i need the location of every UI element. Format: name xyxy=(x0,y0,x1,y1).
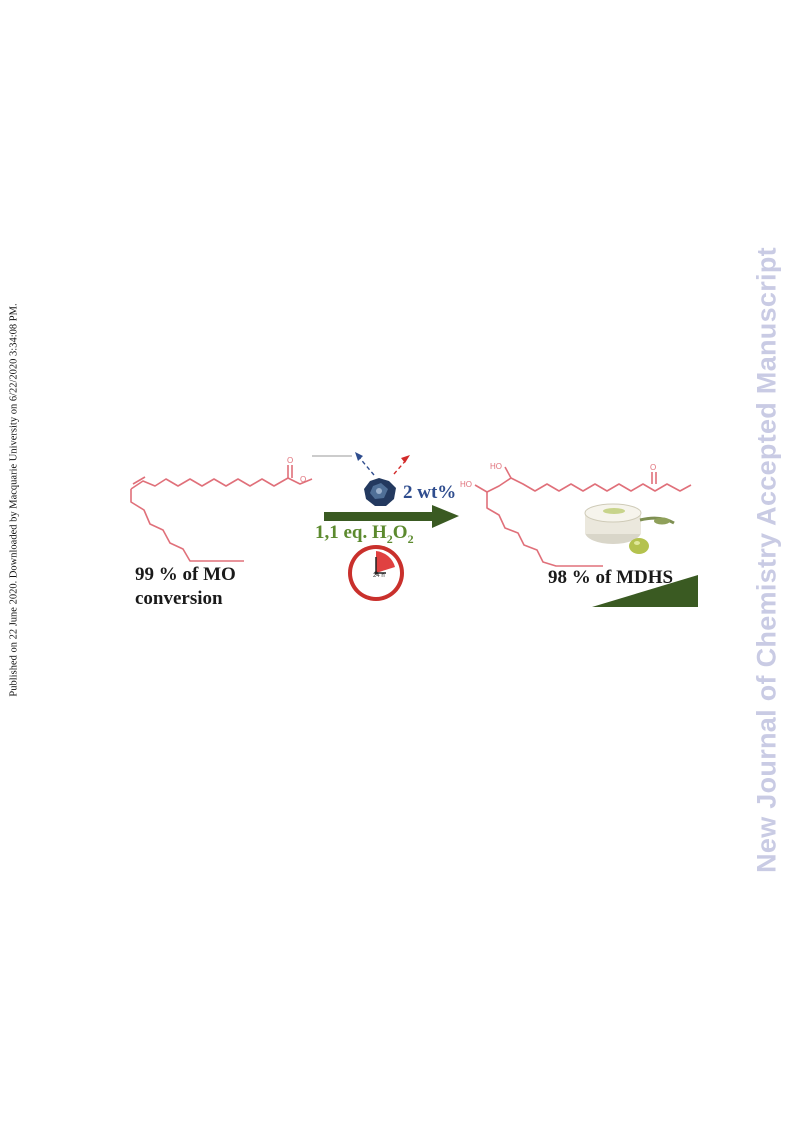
product-molecule xyxy=(474,466,692,567)
catalyst-icon xyxy=(364,478,396,506)
reagent-prefix: 1,1 eq. H xyxy=(315,522,387,543)
hydroxyl-top: HO xyxy=(490,462,502,471)
reactant-conversion-label: 99 % of MO xyxy=(135,564,236,585)
product-yield-label: 98 % of MDHS xyxy=(548,567,674,588)
reagent-mid: O xyxy=(392,522,408,543)
reactant-molecule xyxy=(130,465,313,562)
clock-icon: 24 h xyxy=(348,545,404,601)
reaction-arrow xyxy=(324,512,436,521)
carbonyl-oxygen: O xyxy=(287,456,293,465)
journal-watermark: New Journal of Chemistry Accepted Manusc… xyxy=(751,247,782,873)
product-carbonyl-oxygen: O xyxy=(650,463,656,472)
reagent-label: 1,1 eq. H2O2 xyxy=(315,522,414,547)
reactant-conversion-label-2: conversion xyxy=(135,588,223,609)
reaction-scheme: O O 24 h HO HO O xyxy=(130,452,698,607)
publication-note: Published on 22 June 2020. Downloaded by… xyxy=(8,303,20,697)
hydroxyl-left: HO xyxy=(460,480,472,489)
olive-icon xyxy=(629,516,675,554)
ester-oxygen: O xyxy=(300,475,306,484)
reagent-subscript-1: 2 xyxy=(386,531,393,546)
clock-label: 24 h xyxy=(373,573,385,579)
corner-wedge xyxy=(592,575,698,607)
dashed-arrow-blue xyxy=(357,455,375,476)
cream-jar-icon xyxy=(584,503,642,544)
reagent-subscript-2: 2 xyxy=(407,531,414,546)
catalyst-amount-label: 2 wt% xyxy=(403,482,457,503)
